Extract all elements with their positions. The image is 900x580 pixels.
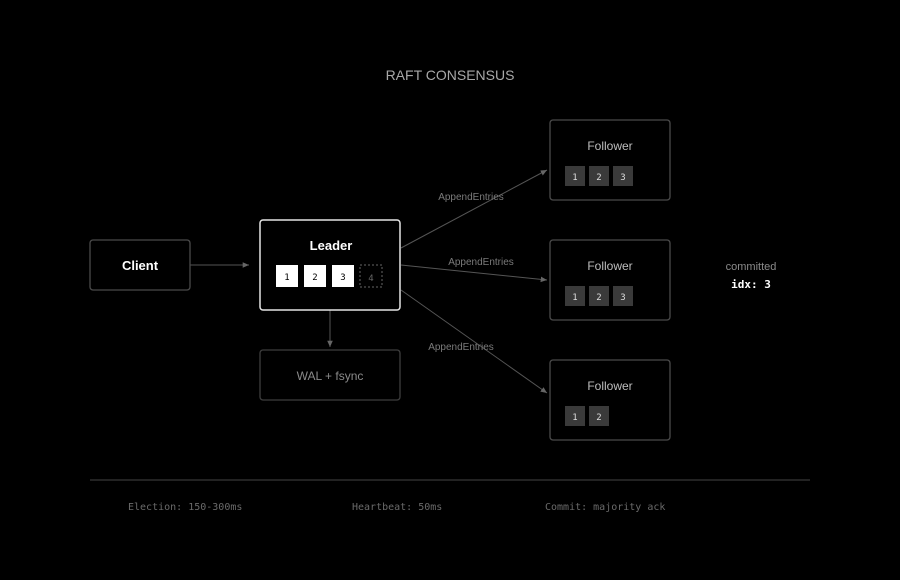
footer-election-timeout: Election: 150-300ms bbox=[128, 502, 242, 513]
commit-value: idx: 3 bbox=[731, 278, 771, 291]
leader-label: Leader bbox=[310, 238, 353, 253]
follower-node-2: Follower 1 2 3 bbox=[549, 239, 671, 321]
leader-log-pending-entry bbox=[359, 264, 383, 288]
leader-log-entry-label: 1 bbox=[284, 273, 289, 283]
leader-node: Leader 1 2 3 4 bbox=[259, 219, 401, 311]
follower-log-entry bbox=[565, 406, 585, 426]
follower-log-entry bbox=[613, 166, 633, 186]
follower-log-entry bbox=[589, 406, 609, 426]
leader-to-follower-1-edge bbox=[400, 169, 548, 249]
commit-index: committed idx: 3 bbox=[726, 261, 777, 291]
leader-log-entry bbox=[276, 265, 298, 287]
follower-log-entry bbox=[565, 286, 585, 306]
footer-heartbeat: Heartbeat: 50ms bbox=[352, 502, 442, 513]
diagram-title: RAFT CONSENSUS bbox=[386, 67, 515, 83]
follower-log-entry-label: 1 bbox=[572, 293, 577, 303]
commit-label: committed bbox=[726, 261, 777, 273]
edge-label-append-entries-2: AppendEntries bbox=[448, 257, 514, 268]
follower-log-entry-label: 1 bbox=[572, 413, 577, 423]
wal-node: WAL + fsync bbox=[259, 349, 401, 401]
leader-log-entry-label: 2 bbox=[312, 273, 317, 283]
follower-label: Follower bbox=[587, 259, 632, 273]
client-node: Client bbox=[89, 239, 191, 291]
follower-label: Follower bbox=[587, 139, 632, 153]
leader-log-entry bbox=[332, 265, 354, 287]
follower-log-entry-label: 3 bbox=[620, 293, 625, 303]
leader-log-pending-label: 4 bbox=[368, 274, 373, 284]
leader-log: 1 2 3 4 bbox=[276, 264, 383, 288]
follower-log-entry bbox=[589, 166, 609, 186]
follower-log-entry-label: 2 bbox=[596, 413, 601, 423]
follower-log-entry-label: 1 bbox=[572, 173, 577, 183]
wal-label: WAL + fsync bbox=[297, 369, 364, 383]
follower-label: Follower bbox=[587, 379, 632, 393]
follower-node-3: Follower 1 2 bbox=[549, 359, 671, 441]
follower-log-entry bbox=[589, 286, 609, 306]
leader-to-follower-2-edge bbox=[400, 264, 548, 283]
follower-node-1: Follower 1 2 3 bbox=[549, 119, 671, 201]
follower-log-entry-label: 2 bbox=[596, 293, 601, 303]
edge-label-append-entries-1: AppendEntries bbox=[438, 192, 504, 203]
follower-log-entry-label: 2 bbox=[596, 173, 601, 183]
client-label: Client bbox=[122, 258, 159, 273]
leader-log-entry bbox=[304, 265, 326, 287]
leader-to-follower-3-edge bbox=[400, 289, 548, 394]
edge-label-append-entries-3: AppendEntries bbox=[428, 342, 494, 353]
follower-log-entry bbox=[613, 286, 633, 306]
footer-commit-rule: Commit: majority ack bbox=[545, 502, 665, 513]
leader-log-entry-label: 3 bbox=[340, 273, 345, 283]
follower-log-entry bbox=[565, 166, 585, 186]
follower-log-entry-label: 3 bbox=[620, 173, 625, 183]
